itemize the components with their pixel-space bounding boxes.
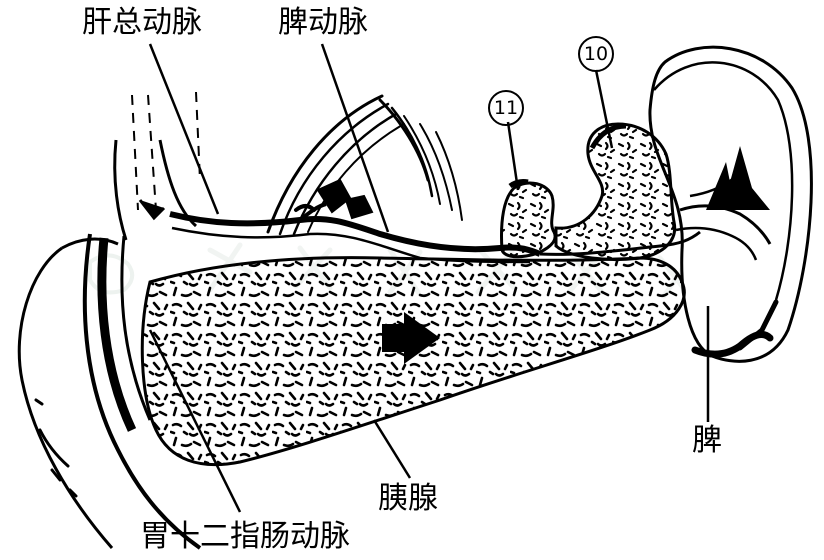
marker-10: 10	[578, 36, 614, 72]
marker-11: 11	[488, 90, 524, 126]
label-spleen: 脾	[692, 423, 722, 458]
direction-arrow	[382, 312, 440, 364]
leader-marker-11	[506, 121, 520, 191]
leader-common-hepatic-artery	[148, 43, 220, 215]
label-common-hepatic-artery: 肝总动脉	[82, 5, 202, 40]
bile-duct-dashed	[131, 91, 201, 211]
label-pancreas: 胰腺	[378, 481, 438, 516]
leader-pancreas	[372, 419, 412, 479]
label-gastroduodenal-artery: 胃十二指肠动脉	[140, 519, 350, 554]
leader-marker-10	[594, 69, 614, 149]
stomach-wall-fibers	[266, 94, 463, 236]
leader-gastroduodenal-artery	[148, 329, 242, 513]
leader-splenic-artery	[320, 43, 390, 233]
splenic-hilum-vessels	[675, 146, 772, 261]
label-splenic-artery: 脾动脉	[278, 5, 368, 40]
pancreas-organ	[140, 256, 686, 467]
leader-lines	[148, 43, 710, 513]
duodenum-outline	[17, 233, 202, 550]
branch-10-vessel	[554, 122, 677, 261]
branch-11-vessel	[500, 179, 557, 259]
